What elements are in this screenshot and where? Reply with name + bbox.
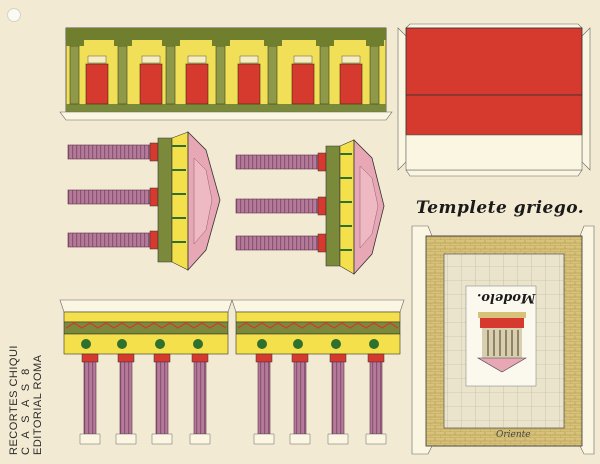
publisher-block: RECORTES CHIQUI C A S A S 8 EDITORIAL RO…	[8, 345, 44, 455]
pediment-piece-right	[235, 139, 385, 276]
front-facade-left	[59, 299, 233, 445]
pediment-piece-left	[67, 131, 221, 272]
wall-strip	[59, 27, 393, 121]
sheet-title: Templete griego.	[416, 198, 585, 218]
artist-signature: Oriente	[496, 430, 531, 440]
base-tray	[411, 225, 595, 455]
front-facade-right	[231, 299, 405, 445]
model-label: Modelo.	[477, 290, 536, 305]
publisher-series: RECORTES CHIQUI	[8, 345, 20, 455]
publisher-collection: C A S A S 8	[20, 365, 32, 455]
publisher-name: EDITORIAL ROMA	[32, 354, 44, 455]
punch-hole	[7, 8, 21, 22]
red-roof-net	[397, 23, 591, 177]
